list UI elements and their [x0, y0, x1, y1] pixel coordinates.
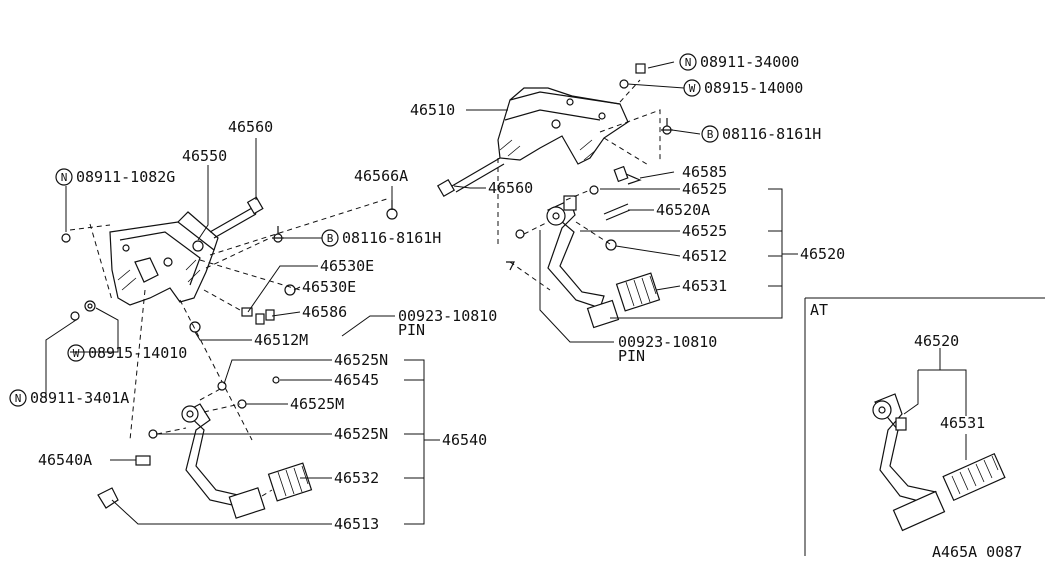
at-pedal [872, 393, 1006, 532]
label-pin-right-number: 00923-10810 [618, 333, 717, 351]
label-at-46520: 46520 [914, 332, 959, 350]
label-pin-right-text: PIN [618, 347, 645, 365]
right-bracket-46510 [497, 87, 629, 165]
label-46531: 46531 [682, 277, 727, 295]
label-46525-1: 46525 [682, 180, 727, 198]
label-46520a: 46520A [656, 201, 710, 219]
n-letter-1: N [61, 171, 68, 184]
n-letter-3: N [685, 56, 692, 69]
label-46540a: 46540A [38, 451, 92, 469]
label-46530e-1: 46530E [320, 257, 374, 275]
label-46512m: 46512M [254, 331, 308, 349]
label-46525n-1: 46525N [334, 351, 388, 369]
label-08116-8161h-right: 08116-8161H [722, 125, 821, 143]
left-bolt-46560 [209, 196, 264, 239]
label-08915-14000: 08915-14000 [704, 79, 803, 97]
label-46566a: 46566A [354, 167, 408, 185]
label-08911-3401a: 08911-3401A [30, 389, 129, 407]
right-dashed-guides [497, 79, 661, 291]
label-46513: 46513 [334, 515, 379, 533]
label-at-46531: 46531 [940, 414, 985, 432]
b-letter-1: B [327, 232, 334, 245]
w-letter-2: W [689, 82, 696, 95]
w-letter-1: W [73, 347, 80, 360]
label-08911-1082g: 08911-1082G [76, 168, 175, 186]
left-bracket-46550 [109, 211, 219, 306]
label-46525n-2: 46525N [334, 425, 388, 443]
label-at: AT [810, 301, 828, 319]
part-labels: 46560 46550 08911-1082G 46566A 08116-816… [30, 53, 1022, 561]
label-46586: 46586 [302, 303, 347, 321]
left-small-parts [61, 200, 398, 333]
b-symbol-icon [321, 229, 339, 247]
left-pedal-46540 [97, 376, 313, 519]
n-symbol-icon [55, 168, 73, 186]
n-symbol-icon [679, 53, 697, 71]
right-small-parts [589, 63, 673, 251]
leader-lines [45, 61, 967, 525]
circled-letters: N B W N N W B [9, 53, 719, 407]
figure-code: A465A 0087 [932, 543, 1022, 561]
label-46520: 46520 [800, 245, 845, 263]
label-46545: 46545 [334, 371, 379, 389]
label-46560-left: 46560 [228, 118, 273, 136]
label-46512: 46512 [682, 247, 727, 265]
label-46532: 46532 [334, 469, 379, 487]
n-letter-2: N [15, 392, 22, 405]
label-46525m: 46525M [290, 395, 344, 413]
label-46530e-2: 46530E [302, 278, 356, 296]
left-dashed-guides [69, 197, 391, 441]
label-pin-left-number: 00923-10810 [398, 307, 497, 325]
label-08911-34000: 08911-34000 [700, 53, 799, 71]
label-46560-right: 46560 [488, 179, 533, 197]
label-46540: 46540 [442, 431, 487, 449]
b-symbol-icon [701, 125, 719, 143]
label-46550: 46550 [182, 147, 227, 165]
n-symbol-icon [9, 389, 27, 407]
label-08116-8161h-left: 08116-8161H [342, 229, 441, 247]
right-pedal-46520 [506, 195, 661, 329]
w-symbol-icon [683, 79, 701, 97]
label-46585: 46585 [682, 163, 727, 181]
label-08915-14010: 08915-14010 [88, 344, 187, 362]
w-symbol-icon [67, 344, 85, 362]
label-46510: 46510 [410, 101, 455, 119]
label-pin-left-text: PIN [398, 321, 425, 339]
label-46525-2: 46525 [682, 222, 727, 240]
b-letter-2: B [707, 128, 714, 141]
at-inset-frame [804, 297, 1045, 556]
